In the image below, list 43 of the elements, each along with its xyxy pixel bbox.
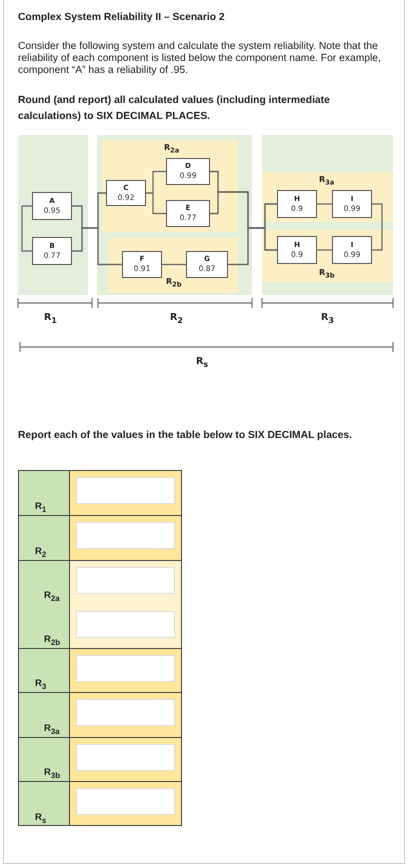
subsystem-band	[262, 230, 393, 282]
component-box	[332, 190, 372, 218]
component-box	[32, 237, 72, 265]
subsystem-band	[108, 238, 238, 293]
component-box	[122, 251, 162, 278]
row-label: R$_{2b}$	[44, 634, 60, 649]
row-label: R$_{s}$	[35, 812, 46, 827]
instruction-text: Consider the following system and calculate the system reliability. Note that the reliability of each component is listed below the component name. For example, component “A” has a reliability of .95.	[18, 41, 382, 77]
subsystem-label: R$_{2a}$	[164, 143, 180, 155]
instruction-text: Report each of the values in the table below to SIX DECIMAL places.	[18, 429, 353, 443]
connector-line	[317, 203, 332, 205]
connector-line	[146, 192, 166, 214]
dimension-label: R$_{s}$	[196, 356, 208, 371]
connector-line	[72, 227, 122, 266]
dimension-label: R$_{1}$	[44, 312, 57, 327]
row-label: R$_{2a}$	[44, 590, 60, 605]
component-box	[186, 251, 228, 278]
component-box	[32, 192, 72, 220]
subsystem-band	[102, 140, 238, 232]
component-box	[277, 190, 317, 218]
subsystem-label: R$_{3b}$	[319, 268, 335, 280]
component-box	[106, 180, 146, 206]
dimension-label: R$_{2}$	[170, 312, 183, 327]
row-label: R$_{2}$	[35, 546, 46, 561]
row-label: R$_{3a}$	[44, 723, 60, 738]
component-box	[166, 200, 210, 227]
connector-line	[372, 203, 383, 251]
component-box	[277, 236, 317, 264]
component-box	[166, 158, 210, 185]
dimension-label: R$_{3}$	[321, 312, 334, 327]
row-label: R$_{3}$	[35, 678, 46, 693]
component-box	[332, 236, 372, 264]
subsystem-band	[262, 172, 393, 222]
connector-line	[317, 249, 332, 251]
connector-line	[162, 264, 186, 266]
subsystem-label: R$_{3a}$	[319, 175, 334, 187]
row-label: R$_{3b}$	[44, 767, 60, 782]
subsystem-label: R$_{2b}$	[166, 277, 182, 289]
row-label: R$_{1}$	[35, 501, 46, 516]
title: Complex System Reliability II – Scenario 2	[18, 12, 226, 24]
connector-line	[228, 227, 277, 266]
instruction-text: Round (and report) all calculated values (including intermediate calculations) to SIX DECIMAL PLACES.	[18, 94, 331, 124]
connector-line	[21, 205, 32, 252]
